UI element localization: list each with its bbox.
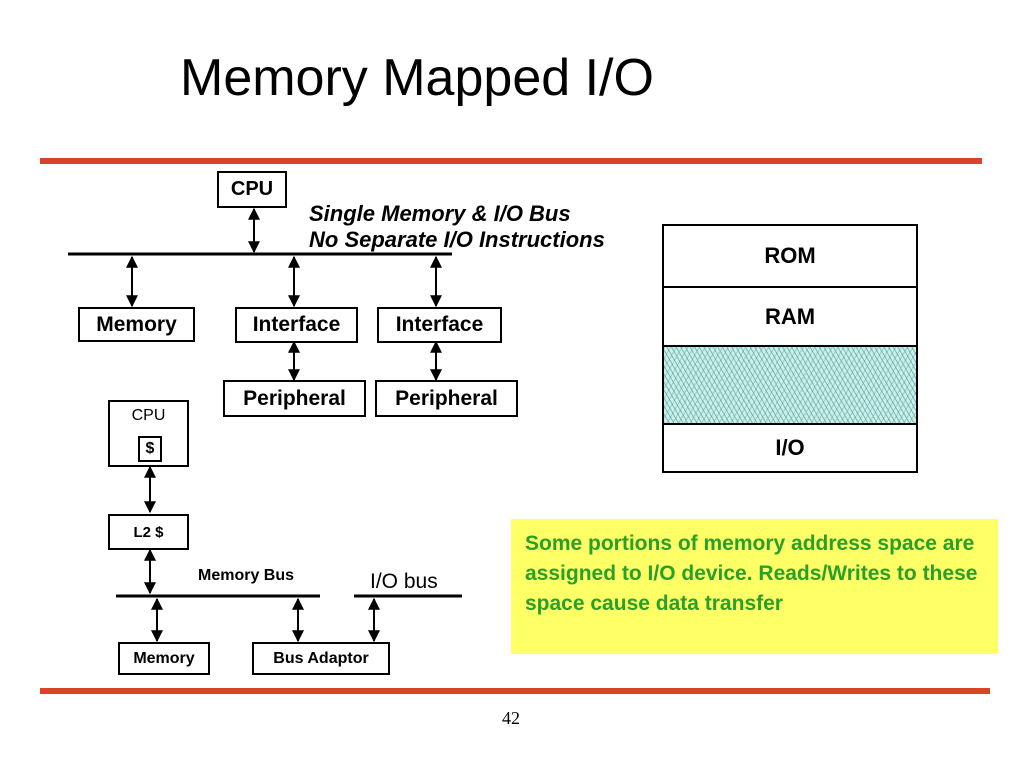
bus-adaptor-box: Bus Adaptor bbox=[252, 642, 390, 675]
interface-box-2: Interface bbox=[377, 307, 502, 343]
slide-title: Memory Mapped I/O bbox=[180, 49, 654, 107]
memory-map-unused-region bbox=[664, 347, 916, 425]
peripheral-box-2: Peripheral bbox=[375, 380, 518, 417]
page-number: 42 bbox=[502, 708, 520, 728]
memory-map-io: I/O bbox=[775, 435, 805, 460]
cpu-cache-box: CPU $ bbox=[108, 400, 189, 467]
interface-box-1: Interface bbox=[235, 307, 358, 343]
memory-map-rom: ROM bbox=[664, 226, 916, 288]
top-divider bbox=[40, 158, 982, 164]
io-bus-label: I/O bus bbox=[370, 570, 438, 593]
memory-box: Memory bbox=[78, 307, 195, 342]
memory-map-ram: RAM bbox=[664, 288, 916, 347]
l2-cache-box: L2 $ bbox=[108, 514, 189, 550]
explanation-note: Some portions of memory address space ar… bbox=[511, 519, 998, 654]
bottom-divider bbox=[40, 688, 990, 694]
peripheral-box-1: Peripheral bbox=[223, 380, 366, 417]
cache-box: $ bbox=[138, 436, 162, 462]
memory-map: ROM RAM I/O bbox=[662, 224, 918, 473]
memory-bus-label: Memory Bus bbox=[198, 567, 295, 584]
bus-caption-line1: Single Memory & I/O Bus bbox=[309, 201, 571, 226]
bus-caption-line2: No Separate I/O Instructions bbox=[309, 227, 605, 252]
cpu-box: CPU bbox=[217, 171, 287, 208]
memory-box-small: Memory bbox=[118, 642, 210, 675]
cpu-label-small: CPU bbox=[131, 407, 166, 424]
